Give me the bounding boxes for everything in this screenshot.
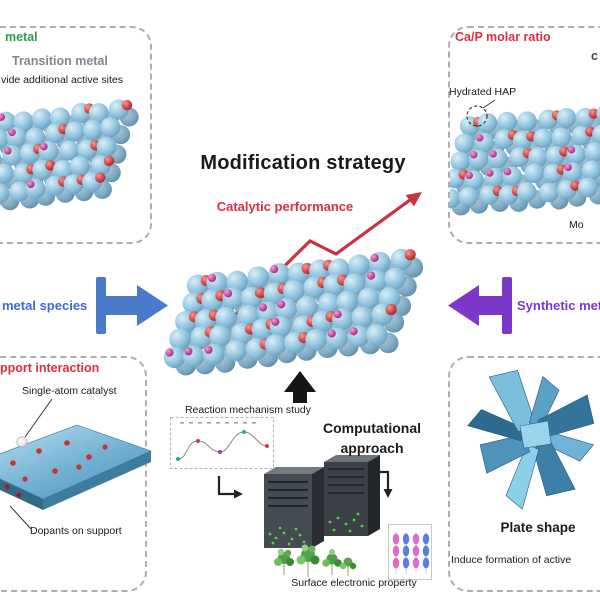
top-left-subheading: Transition metal (12, 54, 108, 68)
hydrated-hap-label: Hydrated HAP (449, 86, 517, 98)
hydrated-hap-pointer-line (482, 99, 496, 109)
top-right-corner-fragment: c (591, 49, 598, 63)
edge-dopant-dots (4, 484, 22, 498)
support-plate-graphic (0, 424, 153, 510)
diagram-title: Modification strategy (200, 152, 406, 174)
dopants-label: Dopants on support (30, 525, 122, 537)
bottom-left-panel (0, 356, 147, 592)
mechanism-chart-graphic (170, 417, 274, 469)
black-up-arrow-icon (284, 371, 316, 403)
blue-right-arrow-icon (96, 277, 168, 334)
dopants-pointer-line (9, 505, 32, 530)
catalytic-performance-label: Catalytic performance (216, 199, 354, 214)
single-atom-sphere (16, 436, 28, 448)
top-left-description: vide additional active sites (1, 74, 123, 86)
server-lights-left (268, 526, 306, 546)
hydrated-hap-dashed-circle (466, 105, 488, 127)
left-factor-label: metal species (2, 298, 88, 313)
orbital-columns-graphic (388, 524, 432, 580)
crystal-top-left-graphic (0, 99, 139, 213)
computational-approach-label: Computational approach (323, 420, 421, 456)
single-atom-label: Single-atom catalyst (22, 385, 117, 397)
elbow-arrow-left-icon (217, 476, 243, 499)
server-lights-right (328, 512, 364, 533)
plate-shape-title: Plate shape (500, 520, 576, 535)
top-right-bottom-fragment: Mo (569, 219, 584, 231)
top-right-panel (448, 26, 600, 244)
bottom-right-panel (448, 356, 600, 592)
crystal-center-graphic (163, 248, 424, 376)
server-computer-graphic (264, 455, 380, 548)
plate-flower-graphic (467, 369, 595, 510)
purple-left-arrow-icon (448, 277, 512, 334)
plate-shape-description: Induce formation of active (451, 554, 572, 566)
top-left-panel (0, 26, 152, 244)
mechanism-study-label: Reaction mechanism study (184, 404, 312, 416)
top-right-heading: Ca/P molar ratio (455, 30, 551, 44)
right-factor-label: Synthetic method (517, 298, 600, 313)
molecules-graphic (274, 544, 357, 577)
top-left-heading: metal (5, 30, 38, 44)
bottom-left-heading: pport interaction (0, 361, 100, 375)
surface-property-label: Surface electronic property (291, 577, 417, 589)
dopant-dots (10, 440, 108, 482)
crystal-top-right-graphic (450, 104, 600, 216)
single-atom-pointer-line (24, 398, 53, 438)
